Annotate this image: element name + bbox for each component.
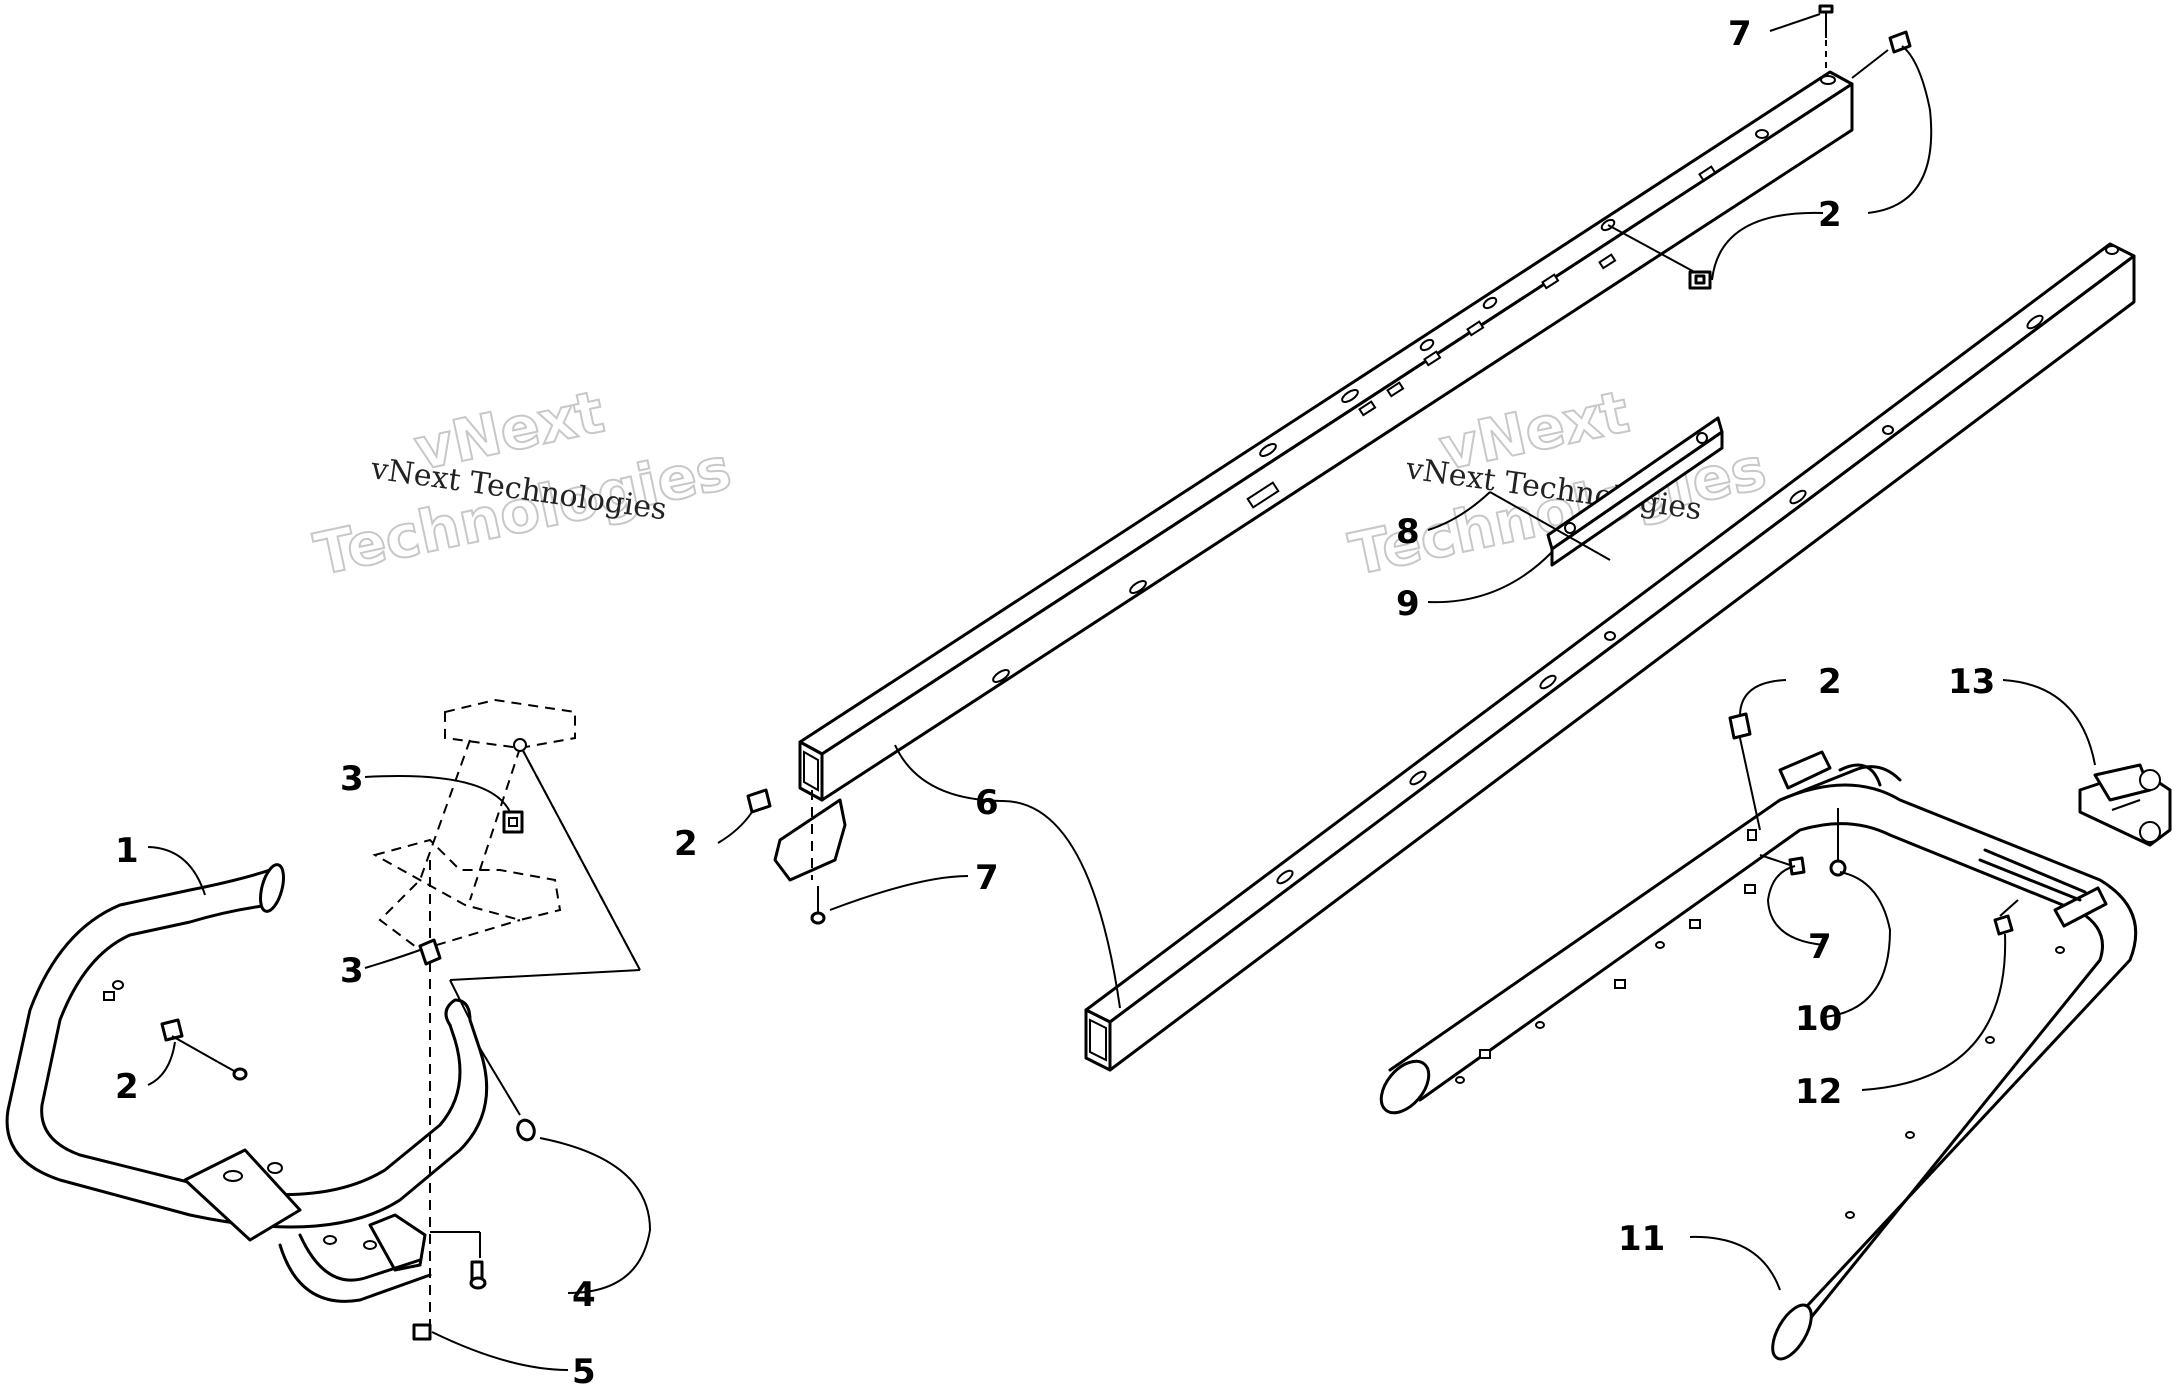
lower-rail <box>1084 242 2136 1072</box>
frame-context <box>372 698 641 1340</box>
bracket-plate <box>1489 416 1724 567</box>
callout-12: 12 <box>1795 1072 1842 1112</box>
bolt-top <box>1818 4 1912 79</box>
callout-13: 13 <box>1948 662 1995 702</box>
callout-3-lower-nut: 3 <box>340 951 364 991</box>
nut-3-lower <box>418 938 442 966</box>
callout-8: 8 <box>1396 512 1420 552</box>
callout-6: 6 <box>975 783 999 823</box>
clip-upper-rail <box>1607 224 1712 290</box>
nut-3-upper <box>502 810 524 834</box>
callout-3-upper-nut: 3 <box>340 759 364 799</box>
upper-rail <box>798 70 1854 802</box>
watermark-left: vNext Technologies vNext Technologies <box>308 377 738 590</box>
callout-2-bumper-clip: 2 <box>115 1067 139 1107</box>
callout-7-rail-end: 7 <box>975 858 999 898</box>
callout-4: 4 <box>572 1275 596 1315</box>
callout-1: 1 <box>115 831 139 871</box>
callout-2-rear-frame: 2 <box>1818 662 1842 702</box>
rear-u-frame <box>1379 750 2138 1361</box>
callout-11: 11 <box>1618 1219 1665 1259</box>
callout-7-top: 7 <box>1728 14 1752 54</box>
front-bumper <box>5 863 489 1303</box>
callout-9: 9 <box>1396 584 1420 624</box>
pivot-bracket-13 <box>2078 763 2172 847</box>
rail-end-bracket <box>746 788 847 925</box>
rear-frame-fasteners <box>1728 712 2019 936</box>
callout-2-upper-rail: 2 <box>1818 195 1842 235</box>
callout-10: 10 <box>1795 999 1842 1039</box>
callout-5: 5 <box>572 1352 596 1392</box>
nut-5 <box>412 1323 432 1341</box>
callout-labels: 1 2 3 3 4 5 2 6 7 7 2 8 9 2 13 7 10 12 1… <box>115 14 1995 1392</box>
bolt-4 <box>430 1044 536 1290</box>
callout-7-rear-frame: 7 <box>1808 927 1832 967</box>
leader-lines <box>147 13 2096 1371</box>
callout-2-rail-end: 2 <box>674 824 698 864</box>
bumper-clip <box>160 1018 248 1081</box>
